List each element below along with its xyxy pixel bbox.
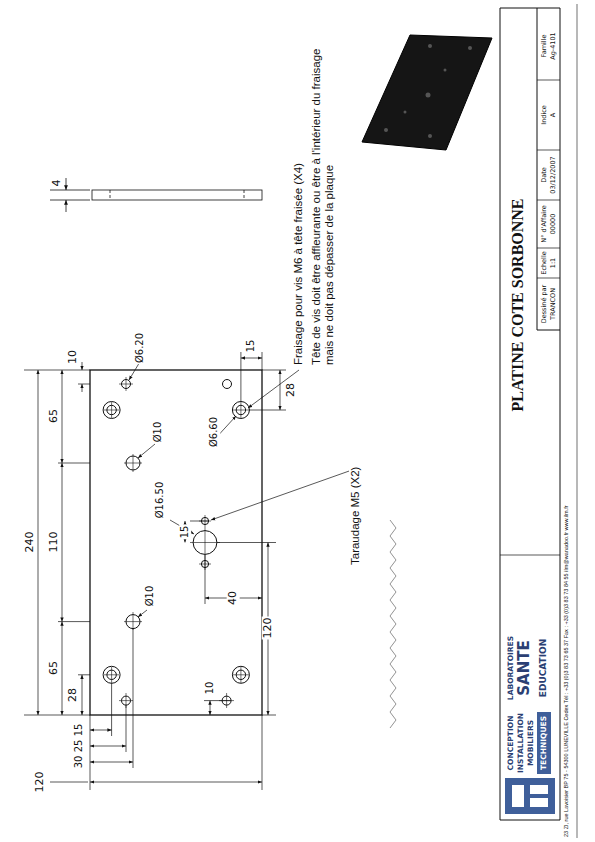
dimension: Ø6.20 — [134, 332, 146, 364]
dimension: 65 — [48, 408, 61, 424]
drawing-title: PLATINE COTE SORBONNE — [509, 197, 527, 412]
logo-text: EDUCATION — [538, 638, 548, 698]
logo-text: MOBILIERS — [527, 719, 536, 767]
title-block-text: TRANCON — [550, 287, 557, 321]
dimension: 28 — [67, 687, 80, 703]
dimension: 110 — [48, 531, 61, 554]
dimension: 15 — [245, 339, 257, 354]
dimension: 30 — [73, 755, 85, 770]
dimension: Ø16.50 — [154, 481, 166, 520]
dimension: 240 — [24, 531, 37, 554]
title-block-text: 03/12/2007 — [550, 155, 557, 194]
dimension: 15 — [73, 723, 85, 738]
title-block-text: 00000 — [550, 213, 557, 236]
dimension: 10 — [67, 349, 80, 365]
logo-text: CONCEPTION — [507, 715, 516, 772]
note: Fraisage pour vis M6 à tête fraisée (X4) — [292, 162, 305, 366]
logo-text: TECHNIQUES — [540, 715, 549, 771]
title-block-text: Echelle — [541, 250, 548, 275]
title-block-text: N° d'Affaire — [541, 204, 548, 243]
logo-text: SANTE — [516, 639, 533, 696]
title-block-text: Famille — [541, 34, 548, 59]
note: Taraudage M5 (X2) — [349, 466, 362, 566]
dimension: 65 — [48, 660, 61, 676]
title-block-text: Indice — [541, 104, 548, 126]
logo-text: INSTALLATION — [517, 712, 526, 774]
logo-text: LABORATOIRES — [507, 635, 516, 701]
dimension: Ø6.60 — [208, 416, 220, 448]
dimension: 28 — [285, 382, 298, 398]
dimension: Ø10 — [144, 585, 156, 608]
dimension: 120 — [34, 771, 47, 794]
title-block-text: 1:1 — [550, 257, 557, 269]
dimension: 10 — [204, 681, 216, 696]
dimension: 120 — [262, 617, 275, 640]
title-block-text: A — [550, 112, 557, 118]
note: Tête de vis doit être affleurante ou êtr… — [310, 46, 336, 366]
dimension: 25 — [73, 739, 85, 754]
dimension: 4 — [51, 179, 64, 188]
address-line: 23 ZI, rue Lavoisier BP 75 - 54300 LUNEV… — [563, 504, 569, 838]
title-block-text: Dessiné par — [541, 284, 548, 325]
dimension: Ø10 — [152, 421, 164, 444]
dimension: 40 — [227, 590, 240, 606]
dimension: 15 — [179, 525, 191, 540]
title-block-text: Date — [541, 166, 548, 184]
title-block-text: Ag-4101 — [550, 31, 557, 60]
